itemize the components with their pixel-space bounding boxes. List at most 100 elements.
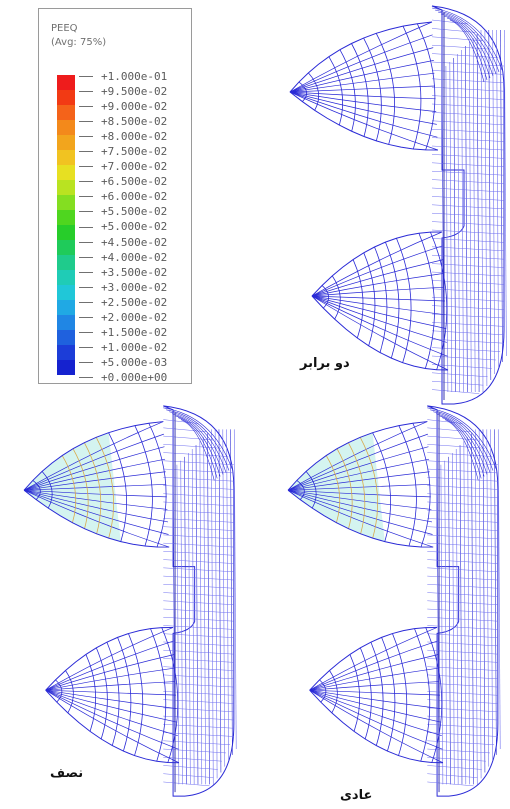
- legend-swatch: [57, 75, 75, 90]
- legend-value-label: +7.500e-02: [101, 145, 168, 159]
- mesh-panel-half: [8, 400, 246, 800]
- mesh-line: [359, 437, 378, 539]
- mesh-line: [226, 429, 229, 761]
- mesh-line: [309, 689, 442, 723]
- mesh-line: [163, 444, 221, 449]
- legend-tick: [79, 151, 93, 153]
- shell-outline: [431, 5, 505, 405]
- mesh-line: [363, 37, 382, 142]
- mesh-line: [289, 72, 435, 93]
- legend-swatch: [57, 330, 75, 345]
- legend-value-label: +5.500e-02: [101, 205, 168, 219]
- mesh-line: [199, 441, 203, 785]
- legend-value-label: +3.000e-02: [101, 280, 168, 294]
- mesh-line: [163, 699, 234, 704]
- mesh-line: [492, 29, 495, 375]
- legend-title: PEEQ: [51, 23, 78, 34]
- mesh-line: [311, 295, 449, 371]
- mesh-line: [396, 238, 412, 363]
- mesh-line: [207, 433, 210, 785]
- mesh-line: [176, 464, 180, 785]
- legend-tick: [79, 316, 93, 318]
- mesh-line: [430, 231, 448, 370]
- mesh-line: [311, 245, 443, 297]
- mesh-line: [150, 628, 167, 762]
- mesh-line: [431, 7, 503, 71]
- mesh-outline: [23, 489, 170, 548]
- mesh-line: [95, 437, 114, 539]
- mesh-line: [134, 425, 153, 547]
- mesh-drawing: [289, 5, 507, 405]
- legend-swatch: [57, 285, 75, 300]
- mesh-line: [482, 429, 486, 773]
- legend-value-label: +4.000e-02: [101, 250, 168, 264]
- legend-swatch: [57, 150, 75, 165]
- mesh-outline: [287, 421, 428, 491]
- mesh-line: [222, 429, 226, 767]
- mesh-line: [431, 288, 505, 294]
- legend-labels: +1.000e-01+9.500e-02+9.000e-02+8.500e-02…: [101, 69, 167, 385]
- mesh-line: [45, 640, 174, 691]
- mesh-line: [45, 689, 179, 750]
- legend-swatch: [57, 120, 75, 135]
- contour-legend: PEEQ (Avg: 75%) +1.000e-01+9.500e-02+9.0…: [38, 8, 192, 384]
- caption-double: دو برابر: [300, 356, 350, 371]
- legend-tick: [79, 346, 93, 348]
- mesh-line: [311, 295, 448, 357]
- mesh-line: [325, 455, 341, 523]
- mesh-line: [172, 413, 224, 475]
- mesh-line: [163, 757, 222, 762]
- mesh-line: [163, 748, 227, 754]
- shell-outline: [427, 405, 499, 797]
- mesh-line: [431, 305, 505, 310]
- shell-outline: [163, 405, 235, 797]
- mesh-line: [287, 489, 434, 548]
- mesh-line: [494, 429, 497, 755]
- mesh-line: [431, 347, 501, 352]
- mesh-line: [467, 437, 470, 785]
- mesh-line: [328, 56, 344, 126]
- mesh-line: [191, 449, 195, 785]
- mesh-line: [163, 781, 210, 787]
- legend-tick: [79, 121, 93, 123]
- legend-swatch: [57, 240, 75, 255]
- mesh-line: [95, 647, 108, 740]
- mesh-line: [431, 322, 505, 327]
- mesh-line: [169, 411, 227, 473]
- mesh-line: [431, 364, 492, 369]
- mesh-line: [311, 259, 444, 297]
- mesh-line: [309, 627, 438, 691]
- mesh-line: [444, 419, 479, 481]
- mesh-line: [349, 654, 361, 732]
- mesh-line: [431, 372, 488, 378]
- mesh-line: [45, 689, 180, 764]
- mesh-line: [431, 254, 505, 260]
- mesh-line: [445, 65, 449, 393]
- mesh-line: [427, 452, 493, 457]
- legend-tick: [79, 166, 93, 168]
- mesh-line: [309, 667, 439, 691]
- mesh-line: [23, 489, 170, 548]
- mesh-line: [449, 61, 453, 393]
- mesh-line: [24, 489, 167, 498]
- mesh-line: [427, 427, 471, 433]
- mesh-line: [453, 57, 456, 393]
- mesh-line: [163, 682, 234, 688]
- mesh-drawing: [23, 405, 237, 797]
- mesh-line: [441, 417, 482, 479]
- legend-swatch: [57, 105, 75, 120]
- mesh-outline: [45, 689, 179, 764]
- legend-value-label: +7.000e-02: [101, 160, 168, 174]
- legend-value-label: +1.500e-02: [101, 325, 168, 339]
- mesh-line: [427, 658, 498, 663]
- mesh-line: [372, 432, 392, 542]
- mesh-line: [472, 37, 476, 393]
- mesh-line: [148, 423, 167, 548]
- mesh-outline: [311, 295, 449, 371]
- mesh-line: [41, 471, 53, 509]
- legend-tick: [79, 301, 93, 303]
- legend-value-label: +0.000e+00: [101, 370, 168, 384]
- mesh-line: [180, 419, 215, 481]
- mesh-line: [398, 425, 417, 547]
- legend-value-label: +8.000e-02: [101, 130, 168, 144]
